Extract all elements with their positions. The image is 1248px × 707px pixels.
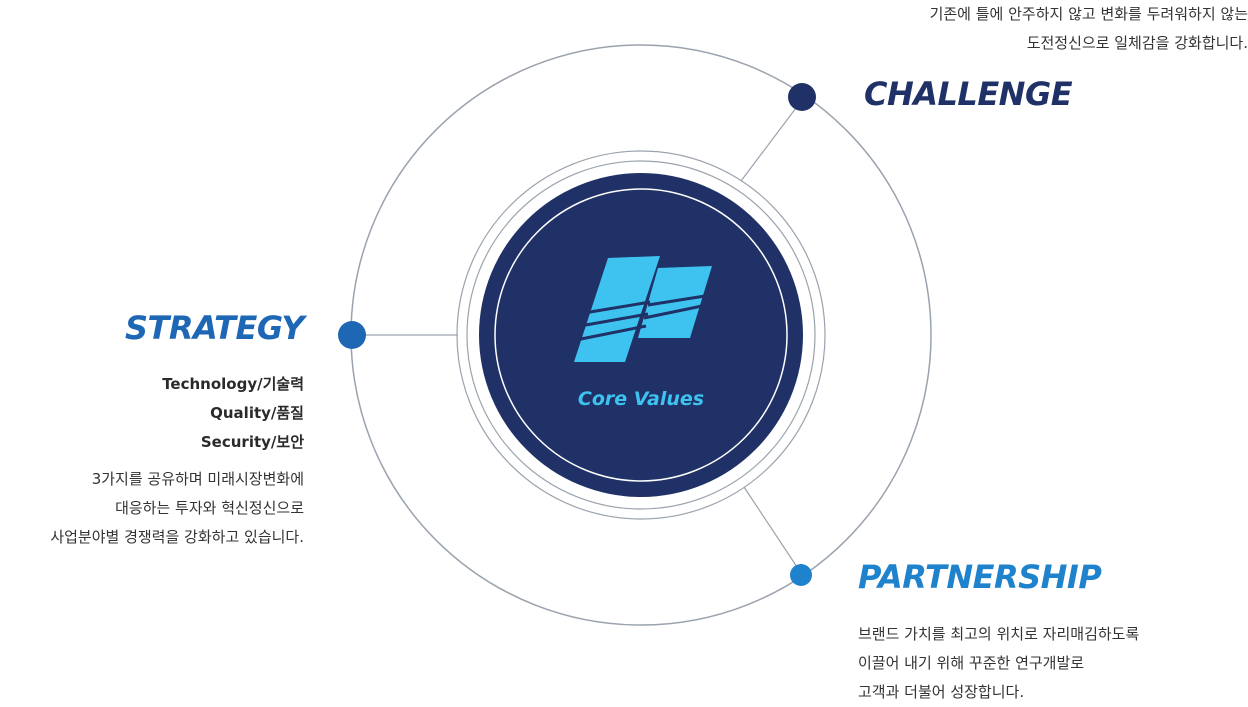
partnership-description-line: 이끌어 내기 위해 꾸준한 연구개발로 [858,654,1085,672]
strategy-keyword: Quality/품질 [210,404,304,422]
partnership-node-dot [790,564,812,586]
strategy-keyword: Technology/기술력 [162,375,304,393]
inner-ring-outer [456,150,826,520]
challenge-connector-line [740,99,803,182]
partnership-description: 브랜드 가치를 최고의 위치로 자리매김하도록 이끌어 내기 위해 꾸준한 연구… [858,620,1139,707]
challenge-heading: CHALLENGE [864,75,1073,113]
strategy-description-line: 사업분야별 경쟁력을 강화하고 있습니다. [50,528,304,546]
challenge-node-dot [788,83,816,111]
strategy-node-dot [338,321,366,349]
strategy-description-line: 3가지를 공유하며 미래시장변화에 [91,470,304,488]
partnership-description-line: 고객과 더불어 성장합니다. [858,683,1025,701]
strategy-description: 3가지를 공유하며 미래시장변화에 대응하는 투자와 혁신정신으로 사업분야별 … [50,465,304,552]
partnership-heading: PARTNERSHIP [858,558,1102,596]
core-values-label: Core Values [577,388,705,410]
strategy-keywords: Technology/기술력 Quality/품질 Security/보안 [162,370,304,457]
strategy-description-line: 대응하는 투자와 혁신정신으로 [115,499,304,517]
inner-ring-middle [466,160,816,510]
strategy-keyword: Security/보안 [200,433,304,451]
core-inner-ring [494,188,788,482]
challenge-description-line: 기존에 틀에 안주하지 않고 변화를 두려워하지 않는 [929,5,1248,23]
strategy-heading: STRATEGY [124,309,305,347]
core-values-logo-icon [574,256,712,362]
challenge-description: 기존에 틀에 안주하지 않고 변화를 두려워하지 않는 도전정신으로 일체감을 … [930,0,1248,58]
partnership-description-line: 브랜드 가치를 최고의 위치로 자리매김하도록 [858,625,1140,643]
partnership-connector-line [743,486,802,574]
challenge-description-line: 도전정신으로 일체감을 강화합니다. [1026,34,1248,52]
